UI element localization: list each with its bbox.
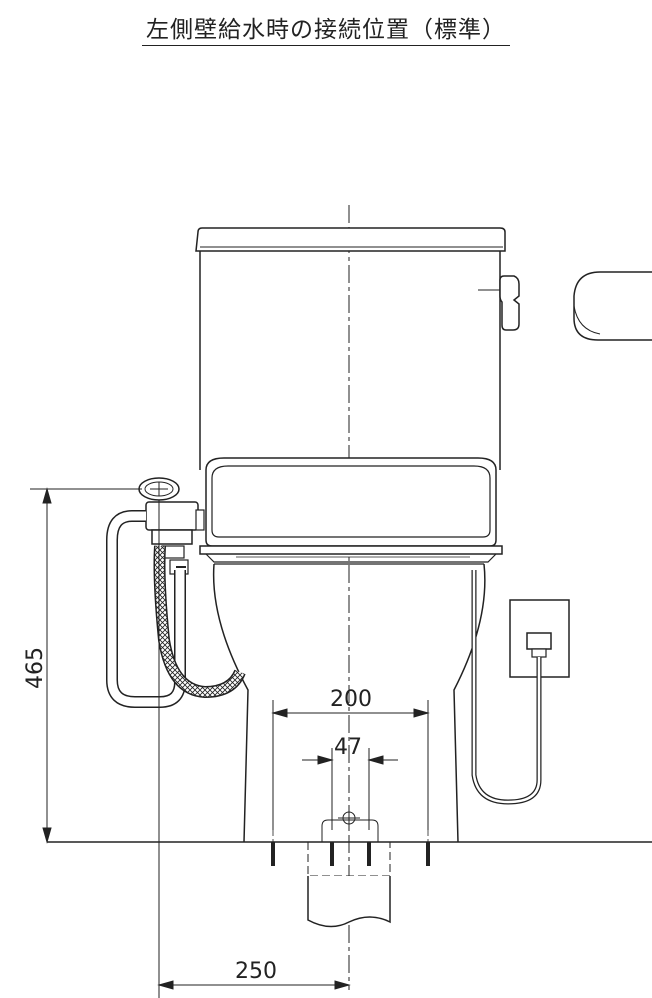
tank <box>195 227 506 470</box>
dimension-supply-offset <box>157 500 351 998</box>
flush-lever <box>478 275 520 331</box>
diagram-title-text: 左側壁給水時の接続位置（標準） <box>142 17 510 46</box>
paper-holder <box>573 271 652 341</box>
drain-pipe <box>307 876 391 928</box>
diagram-title: 左側壁給水時の接続位置（標準） <box>0 10 652 46</box>
toilet-bowl <box>212 563 486 843</box>
dimension-drain-width-label: 47 <box>334 735 362 760</box>
floor-bolts <box>271 842 430 866</box>
toilet-seat <box>199 457 503 563</box>
dimension-height-label: 465 <box>23 647 48 689</box>
dimension-drain-width <box>302 748 398 830</box>
water-supply-valve <box>138 477 205 575</box>
dimension-bowl-width-label: 200 <box>330 687 372 712</box>
dimension-bowl-width <box>271 700 430 830</box>
dimension-supply-offset-label: 250 <box>235 959 277 984</box>
dimension-height <box>30 487 142 844</box>
